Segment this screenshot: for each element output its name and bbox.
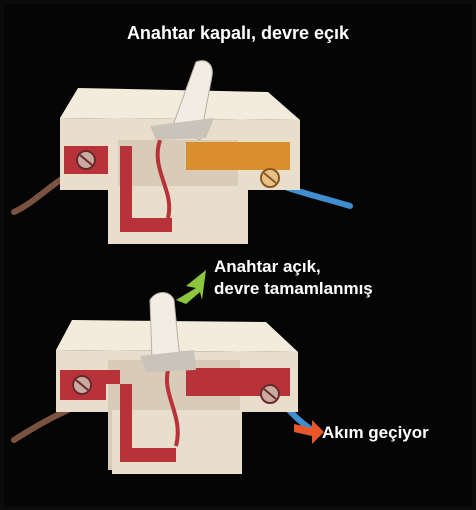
diagram-title: Anahtar kapalı, devre eçık bbox=[0, 22, 476, 44]
switch-closed-label-line1: Anahtar açık, bbox=[214, 256, 373, 278]
bottom-switch bbox=[14, 293, 312, 475]
top-orange-contact bbox=[186, 142, 290, 170]
orange-arrow-icon bbox=[294, 420, 324, 444]
switch-closed-label-line2: devre tamamlanmış bbox=[214, 278, 373, 300]
top-left-wire bbox=[14, 176, 66, 212]
green-arrow-icon bbox=[176, 270, 206, 304]
bottom-lever bbox=[150, 293, 180, 361]
top-switch bbox=[14, 61, 350, 244]
switch-closed-label: Anahtar açık, devre tamamlanmış bbox=[214, 256, 373, 300]
bottom-left-wire bbox=[14, 410, 68, 440]
top-right-wire bbox=[288, 188, 350, 206]
current-flowing-label: Akım geçiyor bbox=[322, 422, 429, 444]
